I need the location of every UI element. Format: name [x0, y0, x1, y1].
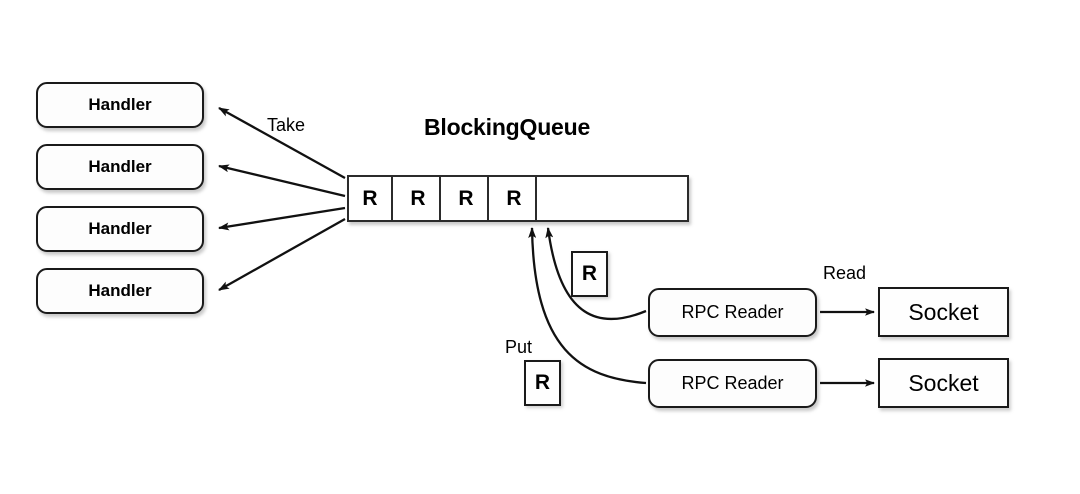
handler-label: Handler	[88, 157, 152, 176]
queue-cell-empty[interactable]	[541, 177, 687, 220]
socket-box-1[interactable]: Socket	[878, 287, 1009, 337]
blocking-queue-title: BlockingQueue	[424, 114, 591, 140]
handler-box-1[interactable]: Handler	[36, 82, 204, 128]
take-arrow-2	[218, 164, 346, 198]
socket-label: Socket	[908, 369, 979, 396]
rpc-reader-label: RPC Reader	[681, 373, 784, 393]
blocking-queue[interactable]: R R R R	[347, 175, 689, 222]
read-label: Read	[823, 263, 867, 283]
take-arrow-4	[218, 217, 346, 292]
put-label: Put	[505, 337, 533, 357]
handler-box-2[interactable]: Handler	[36, 144, 204, 190]
put-arrows	[528, 227, 647, 385]
read-arrows	[820, 308, 875, 387]
rpc-reader-label: RPC Reader	[681, 302, 784, 322]
handler-box-4[interactable]: Handler	[36, 268, 204, 314]
take-arrow-1	[218, 106, 346, 180]
queue-cell-1[interactable]: R	[349, 177, 393, 220]
in-flight-request-lower: R	[524, 360, 561, 406]
handler-label: Handler	[88, 281, 152, 300]
handler-label: Handler	[88, 219, 152, 238]
take-arrows	[218, 106, 346, 292]
queue-cell-label: R	[458, 186, 474, 210]
queue-cell-2[interactable]: R	[397, 177, 441, 220]
handler-label: Handler	[88, 95, 152, 114]
request-label: R	[581, 262, 598, 285]
put-arrow-upper	[545, 227, 647, 321]
take-arrow-3	[218, 206, 346, 231]
socket-box-2[interactable]: Socket	[878, 358, 1009, 408]
in-flight-request-upper: R	[571, 251, 608, 297]
queue-cell-label: R	[362, 186, 378, 210]
put-arrow-lower	[528, 227, 647, 385]
rpc-reader-box-1[interactable]: RPC Reader	[648, 288, 817, 337]
queue-cell-label: R	[410, 186, 426, 210]
handler-box-3[interactable]: Handler	[36, 206, 204, 252]
queue-cell-label: R	[506, 186, 522, 210]
socket-label: Socket	[908, 298, 979, 325]
queue-cell-4[interactable]: R	[493, 177, 537, 220]
request-label: R	[534, 371, 551, 394]
rpc-reader-box-2[interactable]: RPC Reader	[648, 359, 817, 408]
take-label: Take	[267, 115, 306, 135]
queue-cell-3[interactable]: R	[445, 177, 489, 220]
